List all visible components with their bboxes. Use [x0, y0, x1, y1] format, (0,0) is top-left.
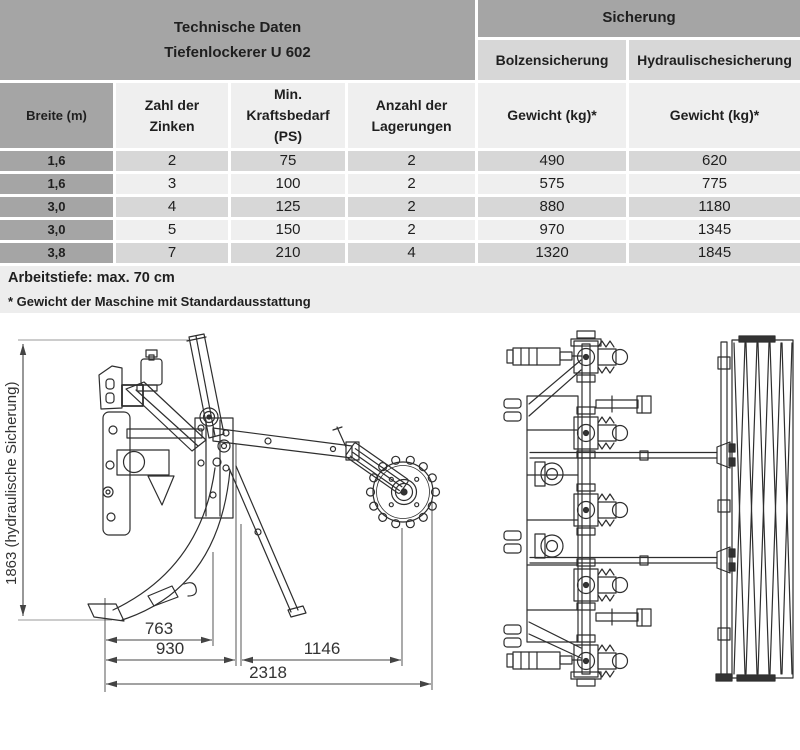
table-cell: 3,8 — [0, 243, 113, 263]
table-cell: 150 — [231, 220, 345, 240]
depth-rod — [595, 395, 652, 414]
tine-assembly — [573, 330, 629, 383]
dimension-930: 930 — [106, 639, 235, 664]
table-cell: 5 — [116, 220, 228, 240]
wedge-plate — [147, 475, 175, 506]
table-cell: 210 — [231, 243, 345, 263]
disc — [534, 533, 564, 559]
wheel-arm-cylinder — [345, 442, 409, 494]
technical-drawings: 1863 (hydraulische Sicherung) 763 930 11… — [3, 330, 794, 692]
table-cell: 7 — [116, 243, 228, 263]
table-cell: 1320 — [478, 243, 626, 263]
table-cell: 1,6 — [0, 151, 113, 171]
table-cell: 2 — [348, 197, 475, 217]
cage-roller — [715, 335, 794, 682]
table-cell: 2 — [348, 174, 475, 194]
dim-1146-label: 1146 — [304, 639, 341, 658]
hitch-pins — [503, 398, 522, 648]
footnote-gewicht: * Gewicht der Maschine mit Standardausst… — [8, 293, 311, 309]
roller-arm — [529, 441, 736, 469]
technical-data-table: Technische Daten Tiefenlockerer U 602 Si… — [0, 0, 800, 313]
footnote-arbeitstiefe: Arbeitstiefe: max. 70 cm — [8, 269, 175, 286]
hydraulic-cylinder — [506, 347, 583, 366]
table-cell: 620 — [629, 151, 800, 171]
table-cell: 75 — [231, 151, 345, 171]
shank-holder — [194, 417, 234, 519]
roller-arm — [529, 546, 736, 574]
table-cell: 2 — [116, 151, 228, 171]
table-cell: 125 — [231, 197, 345, 217]
column-header-breite: Breite (m) — [0, 83, 113, 148]
table-cell: 1345 — [629, 220, 800, 240]
table-footnotes: Arbeitstiefe: max. 70 cm * Gewicht der M… — [0, 266, 800, 313]
pivot-joint — [199, 407, 231, 467]
side-view-drawing: 1863 (hydraulische Sicherung) 763 930 11… — [3, 333, 441, 692]
three-point-mast — [186, 333, 225, 439]
cross-beam — [126, 428, 203, 439]
depth-rod — [595, 608, 652, 627]
table-cell: 1180 — [629, 197, 800, 217]
diagonal-beam — [125, 381, 207, 452]
table-cell: 880 — [478, 197, 626, 217]
table-cell: 4 — [348, 243, 475, 263]
hydraulic-cylinder — [506, 651, 583, 670]
table-cell: 2 — [348, 151, 475, 171]
column-header-zinken: Zahl der Zinken — [116, 83, 228, 148]
table-cell: 2 — [348, 220, 475, 240]
dimension-763: 763 — [106, 619, 212, 644]
table-cell: 3,0 — [0, 197, 113, 217]
table-cell: 1,6 — [0, 174, 113, 194]
tine-assembly — [573, 406, 629, 459]
oil-reservoir — [136, 349, 163, 392]
top-view-drawing — [503, 330, 794, 687]
dim-930-label: 930 — [156, 639, 184, 658]
dim-2318-label: 2318 — [249, 663, 287, 682]
table-cell: 3 — [116, 174, 228, 194]
column-header-gewicht-bolzen: Gewicht (kg)* — [478, 83, 626, 148]
machine-side-view — [87, 333, 441, 622]
table-cell: 775 — [629, 174, 800, 194]
tine-assembly — [573, 483, 629, 536]
dim-height-label: 1863 (hydraulische Sicherung) — [3, 382, 20, 585]
table-title: Technische Daten Tiefenlockerer U 602 — [0, 0, 475, 80]
column-header-lagerungen: Anzahl der Lagerungen — [348, 83, 475, 148]
hitch-plate — [102, 411, 131, 536]
sicherung-header: Sicherung — [478, 0, 800, 37]
table-cell: 4 — [116, 197, 228, 217]
dimension-1863: 1863 (hydraulische Sicherung) — [3, 344, 27, 616]
tine-shank — [87, 467, 231, 622]
table-cell: 970 — [478, 220, 626, 240]
depth-wheel — [365, 455, 441, 529]
column-header-kraftbedarf: Min. Kraftsbedarf (PS) — [231, 83, 345, 148]
support-leg — [228, 465, 307, 618]
table-cell: 3,0 — [0, 220, 113, 240]
table-cell: 100 — [231, 174, 345, 194]
subheader-bolzensicherung: Bolzensicherung — [478, 40, 626, 80]
table-cell: 1845 — [629, 243, 800, 263]
box-beam — [116, 449, 170, 476]
subheader-hydraulischesicherung: Hydraulischesicherung — [629, 40, 800, 80]
frame-plate — [121, 384, 144, 407]
dimension-2318: 2318 — [106, 663, 431, 688]
dimension-1146: 1146 — [242, 639, 401, 664]
top-hitch-bracket — [98, 365, 123, 410]
table-cell: 490 — [478, 151, 626, 171]
dim-763-label: 763 — [145, 619, 173, 638]
table-cell: 575 — [478, 174, 626, 194]
column-header-gewicht-hydraulisch: Gewicht (kg)* — [629, 83, 800, 148]
wheel-arm — [212, 426, 360, 461]
top-view-frame — [526, 359, 582, 659]
disc — [534, 461, 564, 487]
tine-assembly — [573, 634, 629, 687]
